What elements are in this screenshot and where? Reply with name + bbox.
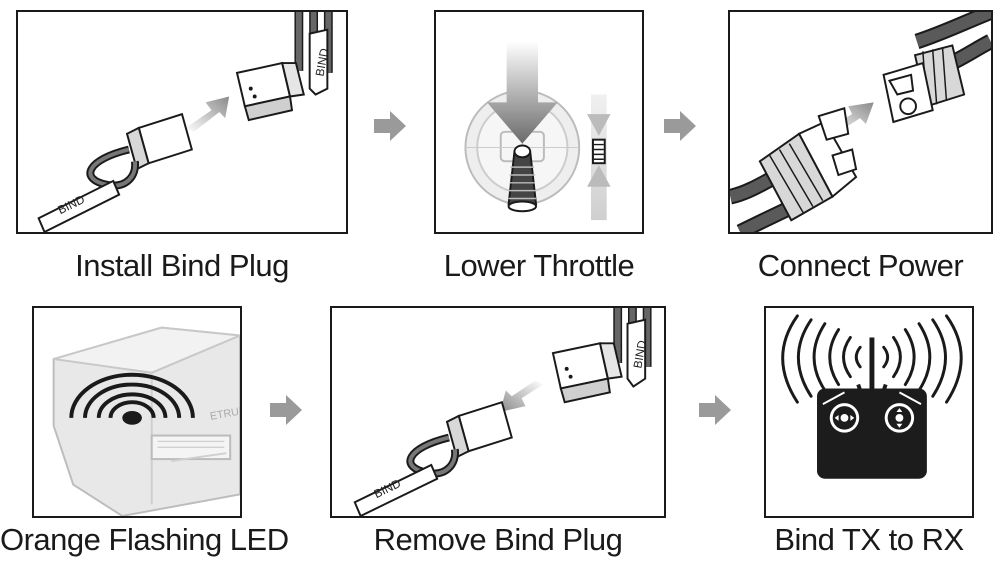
bind-tx-to-rx-illustration [781, 314, 963, 479]
remove-arrow-icon [499, 380, 544, 412]
device-brand-text: ETRUM [209, 404, 240, 422]
step-caption-install-bind-plug: Install Bind Plug [75, 248, 289, 283]
down-arrow-icon [487, 41, 558, 144]
receiver-port-icon [235, 61, 306, 122]
receiver-tag-text: BIND [314, 47, 332, 77]
step-connect-power-panel [728, 10, 993, 234]
step-lower-throttle-panel [434, 10, 644, 234]
step-remove-bind-plug-panel: BIND BIND [330, 306, 666, 518]
receiver-tag-text-2: BIND [631, 339, 649, 369]
insert-arrow-icon [185, 96, 230, 132]
throttle-trim-icon [587, 94, 611, 221]
remove-bind-plug-illustration: BIND BIND [353, 308, 652, 516]
orange-flashing-led-illustration: ETRUM [52, 326, 240, 516]
step-install-bind-plug-panel: BIND BIND [16, 10, 348, 234]
bind-tag-receiver-2: BIND [626, 318, 649, 388]
transmitter-icon [817, 383, 927, 479]
step-caption-lower-throttle: Lower Throttle [443, 248, 635, 283]
step-caption-remove-bind-plug: Remove Bind Plug [373, 522, 623, 557]
led-indicator-icon [69, 372, 195, 425]
signal-waves-right-icon [882, 314, 963, 404]
step-caption-bind-tx-to-rx: Bind TX to RX [774, 522, 964, 557]
bind-tag-receiver: BIND [308, 28, 332, 96]
lower-throttle-illustration [464, 41, 611, 221]
connect-power-illustration [730, 12, 991, 232]
flow-arrow-1-icon [372, 108, 408, 144]
throttle-stick-icon [507, 144, 538, 213]
esc-connector-icon [758, 106, 858, 222]
bind-plug-icon: BIND [37, 112, 194, 232]
flow-arrow-3-icon [268, 392, 304, 428]
flow-arrow-2-icon [662, 108, 698, 144]
battery-connector-icon [882, 44, 966, 124]
bind-plug-icon-2: BIND [353, 400, 513, 516]
signal-waves-left-icon [781, 314, 862, 404]
step-bind-tx-to-rx-panel [764, 306, 974, 518]
flow-arrow-4-icon [697, 392, 733, 428]
step-orange-flashing-led-panel: ETRUM [32, 306, 242, 518]
receiver-port-icon-2 [551, 342, 623, 404]
receiver-body-icon: ETRUM [52, 326, 240, 516]
step-caption-connect-power: Connect Power [757, 248, 964, 283]
step-caption-orange-flashing-led: Orange Flashing LED [0, 522, 289, 557]
install-bind-plug-illustration: BIND BIND [37, 12, 333, 232]
